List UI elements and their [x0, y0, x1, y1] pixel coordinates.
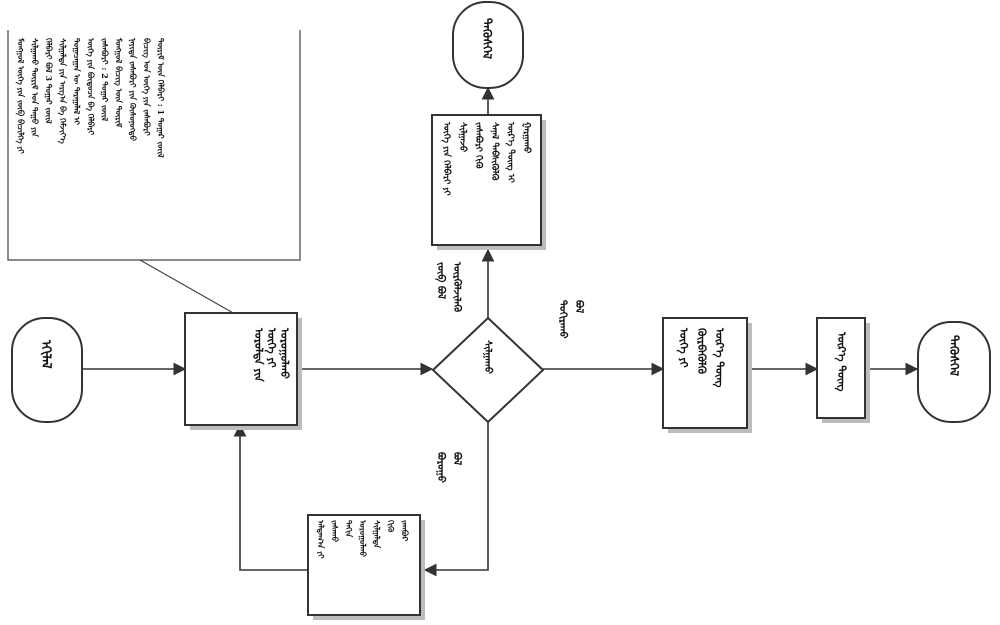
start-label-line: ᠡᠬᠢᠯᠡᠯ [38, 339, 53, 369]
end-right-label-line: ᠲᠡᠭᠦᠰᠬᠡᠯ [947, 335, 961, 376]
note-text-line: ᠲᠣᠭᠠᠴᠠᠭᠠᠨ ᠦ ᠳᠠᠷᠠᠭᠠᠯᠠᠯ ᠢ [72, 38, 82, 125]
process-right1-label-line: ᠬᠦᠷᠪᠡᠭᠦᠯᠬᠦ [695, 328, 708, 374]
process-top-box [431, 114, 542, 246]
process-top-label-line: ᠵᠠᠰᠠᠪᠤᠷᠢ ᠬᠢᠬᠦ [473, 122, 484, 169]
end-right-node: ᠲᠡᠭᠦᠰᠬᠡᠯ [917, 321, 991, 423]
start-label: ᠡᠬᠢᠯᠡᠯ [38, 339, 53, 369]
process-top-label: ᠦᠭᠡ ᠶᠢᠨ ᠬᠡᠯᠪᠡᠷᠢ ᠶᠢ ᠰᠢᠯᠭᠠᠵᠤ ᠵᠠᠰᠠᠪᠤᠷᠢ ᠬᠢᠬᠦ ᠰᠠ… [441, 121, 532, 196]
process-right1-label-line: ᠦᠷ᠎ᠡ ᠳᠦᠩ [712, 327, 726, 388]
process-bottom-label-line: ᠰᠢᠯᠭᠠᠯᠲᠠ [372, 520, 382, 549]
note-text-line: ᠵᠠᠰᠠᠪᠤᠷᠢ : 2 ᠳᠤᠭᠠᠷ ᠵᠦᠢᠯ [100, 38, 110, 121]
note-text: ᠮᠣᠩᠭᠣᠯ ᠦᠭᠡ ᠶᠢᠨ ᠵᠥᠪ ᠪᠢᠴᠢᠯᠭᠡ ᠶᠢ ᠰᠢᠯᠭᠠᠬᠤ ᠳᠦᠷ… [15, 37, 166, 158]
process-right1-box [662, 317, 748, 429]
process-bottom-label-line: ᠵᠠᠰᠠᠬᠤ [330, 520, 340, 542]
note-text-line: ᠮᠣᠩᠭᠣᠯ ᠪᠢᠴᠢᠭ ᠦᠨ ᠳᠦᠷᠢᠮ [114, 37, 124, 128]
note-text-line: ᠬᠡᠯᠪᠡᠷᠢ ᠪᠣᠯ 3 ᠳᠤᠭᠠᠷ ᠵᠦᠢᠯ [44, 38, 54, 124]
edge-label-yes-up-line: ᠦᠷᠭᠦᠯᠵᠢᠯᠡᠬᠦ [451, 261, 463, 312]
input-label-line: ᠣᠷᠣᠭᠤᠯᠬᠤ [278, 327, 291, 379]
edge-label-yes-up: ᠵᠥᠪ ᠪᠣᠯ ᠦᠷᠭᠦᠯᠵᠢᠯᠡᠬᠦ [434, 261, 463, 312]
note-text-line: ᠪᠢᠴᠢᠭ᠌ ᠤᠨ ᠦᠭᠡ ᠶᠢᠨ ᠵᠠᠰᠠᠪᠤᠷᠢ [142, 38, 152, 136]
process-right2-label: ᠦᠷ᠎ᠡ ᠳᠦᠩ [834, 331, 848, 392]
decision-diamond [431, 316, 545, 424]
process-right2-node: ᠦᠷ᠎ᠡ ᠳᠦᠩ [816, 317, 870, 423]
input-label-line: ᠣᠷᠣᠯᠲᠠ ᠶᠢᠨ [252, 327, 265, 383]
input-label-line: ᠦᠭᠡ ᠶᠢ [264, 327, 278, 368]
end-right-label: ᠲᠡᠭᠦᠰᠬᠡᠯ [947, 335, 961, 376]
edge-label-no-down: ᠪᠤᠷᠤᠭᠤ ᠪᠣᠯ [435, 452, 462, 483]
process-right2-label-line: ᠦᠷ᠎ᠡ ᠳᠦᠩ [834, 331, 848, 392]
edge-decision-process-bottom [423, 422, 489, 577]
edge-label-yes-up-line: ᠵᠥᠪ ᠪᠣᠯ [434, 262, 446, 299]
note-leader [139, 259, 236, 315]
note-text-line: ᠰᠢᠯᠭᠠᠯᠲᠠ ᠶᠢᠨ ᠠᠷᠭ᠎ᠠ ᠪᠠ ᠬᠡᠮᠵᠢᠶ᠎ᠡ [57, 38, 68, 144]
process-top-node: ᠦᠭᠡ ᠶᠢᠨ ᠬᠡᠯᠪᠡᠷᠢ ᠶᠢ ᠰᠢᠯᠭᠠᠵᠤ ᠵᠠᠰᠠᠪᠤᠷᠢ ᠬᠢᠬᠦ ᠰᠠ… [431, 114, 546, 250]
edges [82, 86, 919, 577]
edge-process-bottom-input [233, 423, 308, 571]
process-top-label-line: ᠦᠷ᠎ᠡ ᠳᠦᠩ ᠢ [505, 121, 516, 183]
end-top-node: ᠲᠡᠭᠦᠰᠬᠡᠯ [452, 1, 524, 89]
edge-label-no-down-line: ᠪᠤᠷᠤᠭᠤ [435, 452, 446, 483]
note-callout: ᠮᠣᠩᠭᠣᠯ ᠦᠭᠡ ᠶᠢᠨ ᠵᠥᠪ ᠪᠢᠴᠢᠯᠭᠡ ᠶᠢ ᠰᠢᠯᠭᠠᠬᠤ ᠳᠦᠷ… [7, 30, 301, 315]
edge-label-no-down-line: ᠪᠣᠯ [451, 452, 462, 465]
end-top-label-line: ᠲᠡᠭᠦᠰᠬᠡᠯ [480, 18, 494, 59]
note-text-line: ᠳᠦᠷᠢᠮ ᠦᠨ ᠬᠡᠯᠪᠡᠷᠢ : 1 ᠳᠤᠭᠠᠷ ᠵᠦᠢᠯ [156, 38, 166, 158]
process-right1-label-line: ᠦᠭᠡ ᠶᠢ [676, 327, 690, 368]
process-right2-box [816, 317, 866, 419]
process-bottom-label-line: ᠬᠢᠬᠦ [386, 520, 396, 532]
process-bottom-label-line: ᠣᠷᠣᠭᠤᠯᠬᠤ [358, 519, 368, 557]
note-text-line: ᠰᠢᠯᠭᠠᠬᠤ ᠳᠦᠷᠢᠮ ᠤᠨ ᠳᠠᠭᠤ ᠶᠢᠨ [30, 38, 40, 137]
note-text-line: ᠨᠡᠶᠢᠲᠡ ᠵᠠᠰᠠᠪᠤᠷᠢ ᠶᠢᠨ ᠬᠦᠰᠦᠨᠦᠭᠲᠦ [128, 37, 138, 141]
process-right1-label: ᠦᠭᠡ ᠶᠢ ᠬᠦᠷᠪᠡᠭᠦᠯᠬᠦ ᠦᠷ᠎ᠡ ᠳᠦᠩ [676, 327, 726, 388]
process-top-label-line: ᠦᠭᠡ ᠶᠢᠨ ᠬᠡᠯᠪᠡᠷᠢ ᠶᠢ [441, 121, 453, 196]
process-bottom-box [307, 514, 421, 616]
note-text-line: ᠦᠭᠡ ᠶᠢᠨ ᠪᠦᠲᠦᠴᠡ ᠪᠠ ᠬᠡᠯᠪᠡᠷᠢ [85, 37, 96, 135]
edge-label-yes-right: ᠲᠣᠬᠢᠷᠠᠬᠤ ᠪᠣᠯ [557, 300, 584, 339]
process-right1-node: ᠦᠭᠡ ᠶᠢ ᠬᠦᠷᠪᠡᠭᠦᠯᠬᠦ ᠦᠷ᠎ᠡ ᠳᠦᠩ [662, 317, 752, 433]
edge-label-yes-right-line: ᠲᠣᠬᠢᠷᠠᠬᠤ [557, 300, 569, 339]
end-top-label: ᠲᠡᠭᠦᠰᠬᠡᠯ [480, 18, 494, 59]
process-bottom-label: ᠠᠯᠳᠠᠭ᠎ᠠ ᠶᠢ ᠵᠠᠰᠠᠬᠤ ᠳᠠᠬᠢᠨ ᠣᠷᠣᠭᠤᠯᠬᠤ ᠰᠢᠯᠭᠠᠯᠲᠠ ᠬᠢᠬ… [316, 519, 410, 559]
start-terminator [11, 317, 83, 423]
start-node: ᠡᠬᠢᠯᠡᠯ [11, 317, 83, 423]
process-bottom-label-line: ᠳᠠᠬᠢᠨ [344, 520, 354, 538]
process-bottom-label-line: ᠠᠯᠳᠠᠭ᠎ᠠ ᠶᠢ [316, 519, 326, 559]
edge-label-yes-right-line: ᠪᠣᠯ [573, 300, 584, 313]
process-bottom-node: ᠠᠯᠳᠠᠭ᠎ᠠ ᠶᠢ ᠵᠠᠰᠠᠬᠤ ᠳᠠᠬᠢᠨ ᠣᠷᠣᠭᠤᠯᠬᠤ ᠰᠢᠯᠭᠠᠯᠲᠠ ᠬᠢᠬ… [307, 514, 425, 620]
process-top-label-line: ᠰᠠᠨᠠᠯ ᠳᠡᠪᠰᠢᠭᠦᠯᠬᠦ [489, 122, 500, 181]
decision-node: ᠰᠢᠯᠭᠠᠬᠤ [431, 316, 545, 424]
end-right-terminator [917, 321, 991, 423]
process-top-label-line: ᠭᠠᠷᠭᠠᠬᠤ [521, 122, 532, 154]
process-top-label-line: ᠰᠢᠯᠭᠠᠵᠤ [457, 122, 468, 152]
end-top-terminator [452, 1, 524, 89]
process-bottom-label-line: ᠵᠠᠭᠪᠤᠷ [400, 520, 410, 541]
decision-label-line: ᠰᠢᠯᠭᠠᠬᠤ [482, 340, 494, 374]
note-bracket [7, 30, 301, 261]
note-text-line: ᠮᠣᠩᠭᠣᠯ ᠦᠭᠡ ᠶᠢᠨ ᠵᠥᠪ ᠪᠢᠴᠢᠯᠭᠡ ᠶᠢ [15, 37, 26, 154]
input-process-box [184, 312, 298, 426]
decision-label: ᠰᠢᠯᠭᠠᠬᠤ [482, 340, 494, 374]
